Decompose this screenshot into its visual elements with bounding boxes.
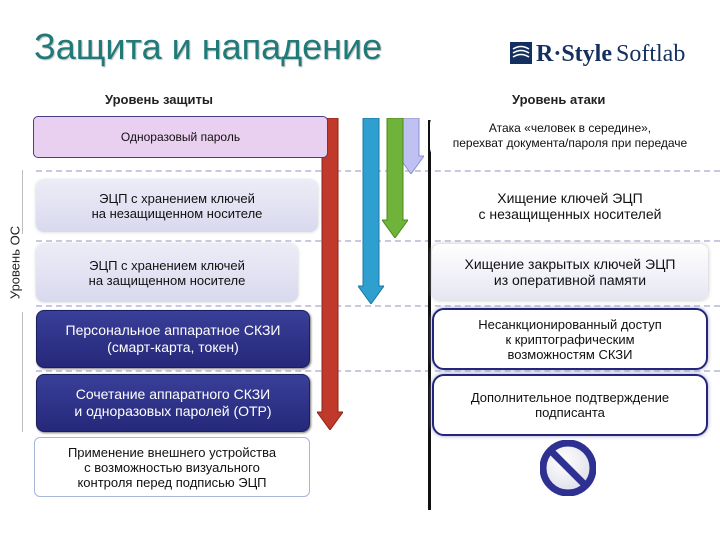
defense-header: Уровень защиты	[105, 92, 213, 107]
attack-level-text: Хищение ключей ЭЦП с незащищенных носите…	[478, 190, 662, 222]
page-title: Защита и нападение	[34, 26, 383, 67]
defense-level-text: Одноразовый пароль	[120, 129, 241, 144]
arrow-green	[382, 118, 408, 238]
logo-mark-icon	[510, 42, 532, 64]
attack-level-mitm: Атака «человек в середине», перехват док…	[430, 114, 710, 158]
attack-level-text: Дополнительное подтверждение подписанта	[470, 390, 670, 420]
defense-level-text: ЭЦП с хранением ключей на защищенном нос…	[88, 258, 246, 288]
defense-level-hardware-token: Персональное аппаратное СКЗИ (смарт-карт…	[36, 310, 310, 368]
logo-brand-bold: R·Style	[536, 41, 612, 67]
level-separator	[36, 305, 720, 307]
defense-level-text: Применение внешнего устройства с возможн…	[67, 444, 277, 490]
defense-level-unprotected-storage: ЭЦП с хранением ключей на незащищенном н…	[36, 180, 318, 232]
level-separator	[36, 370, 720, 372]
defense-level-external-device: Применение внешнего устройства с возможн…	[34, 437, 310, 497]
attack-header: Уровень атаки	[512, 92, 606, 107]
arrow-red	[317, 118, 343, 430]
logo-brand-light: Softlab	[616, 41, 686, 67]
defense-level-text: ЭЦП с хранением ключей на незащищенном н…	[91, 191, 263, 221]
defense-level-protected-storage: ЭЦП с хранением ключей на защищенном нос…	[36, 244, 298, 302]
attack-level-unauthorized-access: Несанкционированный доступ к криптографи…	[432, 308, 708, 370]
attack-level-text: Несанкционированный доступ к криптографи…	[478, 316, 662, 362]
attack-level-key-theft-unprotected: Хищение ключей ЭЦП с незащищенных носите…	[432, 180, 708, 232]
defense-level-text: Сочетание аппаратного СКЗИ и одноразовых…	[74, 386, 272, 419]
attack-level-key-theft-memory: Хищение закрытых ключей ЭЦП из оперативн…	[432, 244, 708, 300]
os-level-label: Уровень ОС	[7, 225, 23, 300]
no-entry-icon	[540, 440, 596, 496]
os-bracket-top	[22, 170, 23, 234]
os-bracket-bottom	[22, 312, 23, 432]
defense-level-hardware-otp: Сочетание аппаратного СКЗИ и одноразовых…	[36, 374, 310, 432]
center-divider	[428, 120, 431, 510]
defense-level-one-time-password: Одноразовый пароль	[33, 116, 328, 158]
attack-level-text: Атака «человек в середине», перехват док…	[452, 121, 688, 150]
attack-level-additional-confirmation: Дополнительное подтверждение подписанта	[432, 374, 708, 436]
defense-level-text: Персональное аппаратное СКЗИ (смарт-карт…	[65, 322, 281, 355]
attack-level-text: Хищение закрытых ключей ЭЦП из оперативн…	[464, 256, 676, 288]
arrow-blue	[358, 118, 384, 304]
